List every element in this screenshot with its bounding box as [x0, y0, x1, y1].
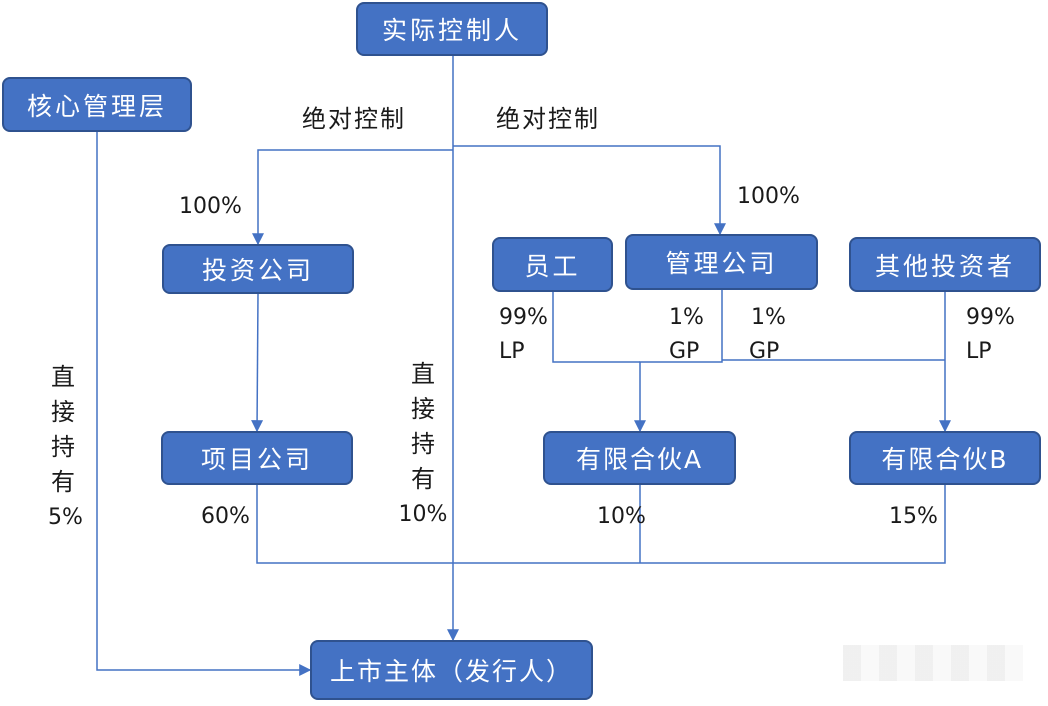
- direct-hold-left-char: 直: [51, 363, 75, 391]
- direct-hold-left-char: 有: [51, 468, 75, 496]
- node-employee: 员工: [492, 237, 613, 292]
- line-controller-mgmt: [453, 145, 726, 236]
- label-emp-role: LP: [499, 339, 525, 364]
- node-other-investors: 其他投资者: [849, 237, 1041, 292]
- direct-hold-mid-char: 有: [411, 465, 435, 493]
- direct-hold-mid-pct: 10%: [398, 502, 448, 527]
- direct-hold-mid-char: 直: [411, 360, 435, 388]
- label-partnership-b-pct: 15%: [889, 504, 938, 529]
- direct-hold-left-char: 接: [51, 398, 75, 426]
- label-abs-control-left: 绝对控制: [302, 105, 406, 133]
- node-project-co: 项目公司: [161, 431, 353, 485]
- label-pct-mgmt: 100%: [737, 184, 800, 209]
- label-mgmt-a-role: GP: [669, 339, 700, 364]
- label-other-pct: 99%: [966, 305, 1015, 330]
- label-mgmt-a-pct: 1%: [669, 305, 704, 330]
- line-invest-project: [251, 293, 264, 433]
- direct-hold-mid-char: 持: [411, 430, 435, 458]
- label-mgmt-b-role: GP: [749, 339, 780, 364]
- label-abs-control-right: 绝对控制: [496, 105, 600, 133]
- label-emp-pct: 99%: [499, 305, 548, 330]
- label-partnership-a-pct: 10%: [597, 504, 646, 529]
- direct-hold-left: 直 接 持 有 5%: [48, 360, 83, 535]
- node-controller: 实际控制人: [356, 2, 548, 56]
- node-mgmt-co: 管理公司: [625, 234, 818, 290]
- direct-hold-left-pct: 5%: [48, 505, 83, 530]
- node-core-mgmt: 核心管理层: [2, 77, 192, 132]
- label-pct-invest: 100%: [179, 194, 242, 219]
- direct-hold-left-char: 持: [51, 433, 75, 461]
- node-partnership-b: 有限合伙B: [849, 431, 1041, 485]
- label-other-role: LP: [966, 339, 992, 364]
- label-project-pct: 60%: [201, 504, 250, 529]
- node-invest-co: 投资公司: [162, 244, 354, 294]
- blurred-watermark: [843, 645, 1023, 681]
- node-issuer: 上市主体（发行人）: [310, 640, 593, 700]
- line-controller-invest: [252, 149, 453, 246]
- line-employee-pa: [552, 292, 640, 363]
- line-project-bottom: [256, 485, 946, 564]
- direct-hold-mid-char: 接: [411, 395, 435, 423]
- line-mgmt-pa: [634, 290, 723, 433]
- node-partnership-a: 有限合伙A: [543, 431, 736, 485]
- label-mgmt-b-pct: 1%: [751, 305, 786, 330]
- line-core-issuer: [96, 132, 312, 676]
- direct-hold-mid: 直 接 持 有 10%: [398, 357, 448, 532]
